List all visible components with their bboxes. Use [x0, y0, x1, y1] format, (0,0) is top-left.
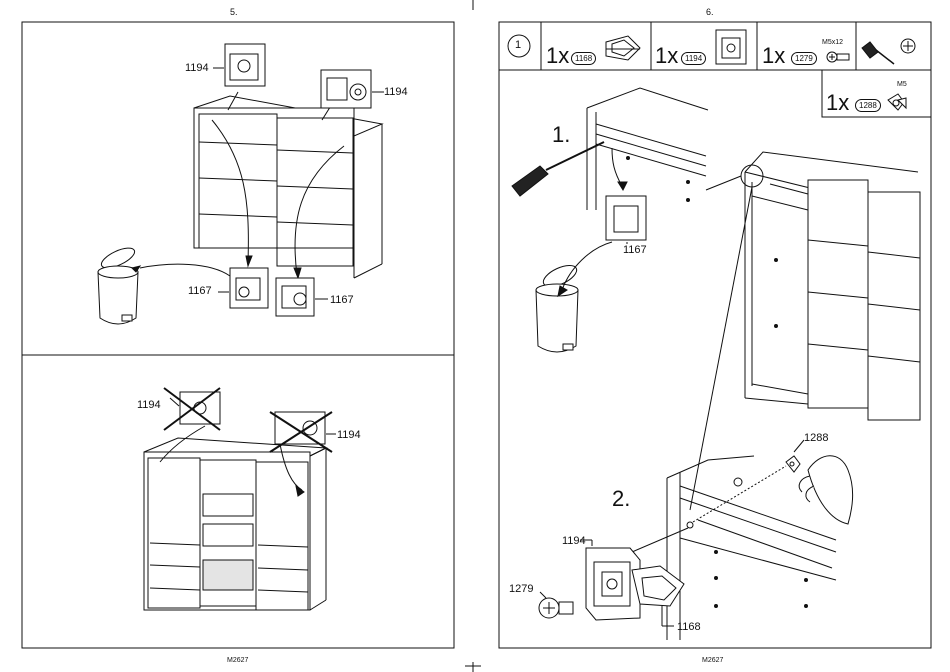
step-number: 1	[515, 39, 521, 51]
wardrobe-two-doors	[194, 96, 382, 278]
part-1194-step2	[586, 548, 640, 620]
wardrobe-three-doors	[144, 438, 326, 610]
label-1167-left: 1167	[188, 285, 212, 297]
label-1194-crossed-left: 1194	[137, 399, 161, 411]
part-1194-crossed-right	[275, 412, 325, 444]
code-1288: 1288	[855, 99, 881, 112]
part-1168-step2	[632, 566, 684, 606]
screw-1279-icon	[827, 52, 849, 62]
hand-with-wingnut	[786, 456, 853, 524]
qty-1168: 1x	[546, 43, 569, 69]
step-2-label: 2.	[612, 486, 630, 512]
qty-1194: 1x	[655, 43, 678, 69]
part-1168-icon	[606, 36, 640, 60]
part-1167-step1	[606, 196, 646, 240]
label-1167-right: 1167	[330, 294, 354, 306]
code-1194: 1194	[681, 52, 706, 65]
label-1288-step2: 1288	[804, 432, 828, 444]
step-1-label: 1.	[552, 122, 570, 148]
label-1194-top-right: 1194	[384, 86, 408, 98]
part-1194-crossed-left	[180, 392, 220, 424]
label-1194-step2: 1194	[562, 535, 586, 547]
part-1194-top-left	[225, 44, 265, 86]
trash-bin-icon	[98, 244, 138, 324]
label-1194-crossed-right: 1194	[337, 429, 361, 441]
part-1194-top-right	[321, 70, 371, 108]
label-1194-top-left: 1194	[185, 62, 209, 74]
code-1279: 1279	[791, 52, 817, 65]
label-1279-step2: 1279	[509, 583, 533, 595]
part-1167-right	[276, 278, 314, 316]
screw-1279-step2	[539, 598, 573, 618]
cabinet-detail-step2	[667, 456, 836, 640]
trash-bin-step1	[536, 261, 580, 352]
label-1168-step2: 1168	[677, 621, 701, 633]
cabinet-top-detail	[587, 88, 708, 210]
wardrobe-interior	[745, 152, 920, 420]
spec-1279: M5x12	[822, 39, 843, 46]
phillips-icon	[901, 39, 915, 53]
part-1194-icon	[716, 30, 746, 64]
wing-nut-1288-icon	[888, 94, 906, 110]
part-1167-left	[230, 268, 268, 308]
code-1168: 1168	[571, 52, 596, 65]
spec-1288: M5	[897, 81, 907, 88]
screwdriver-step1	[512, 142, 604, 196]
qty-1288: 1x	[826, 90, 849, 116]
screwdriver-icon	[862, 42, 894, 64]
qty-1279: 1x	[762, 43, 785, 69]
label-1167-step1: 1167	[623, 244, 647, 256]
